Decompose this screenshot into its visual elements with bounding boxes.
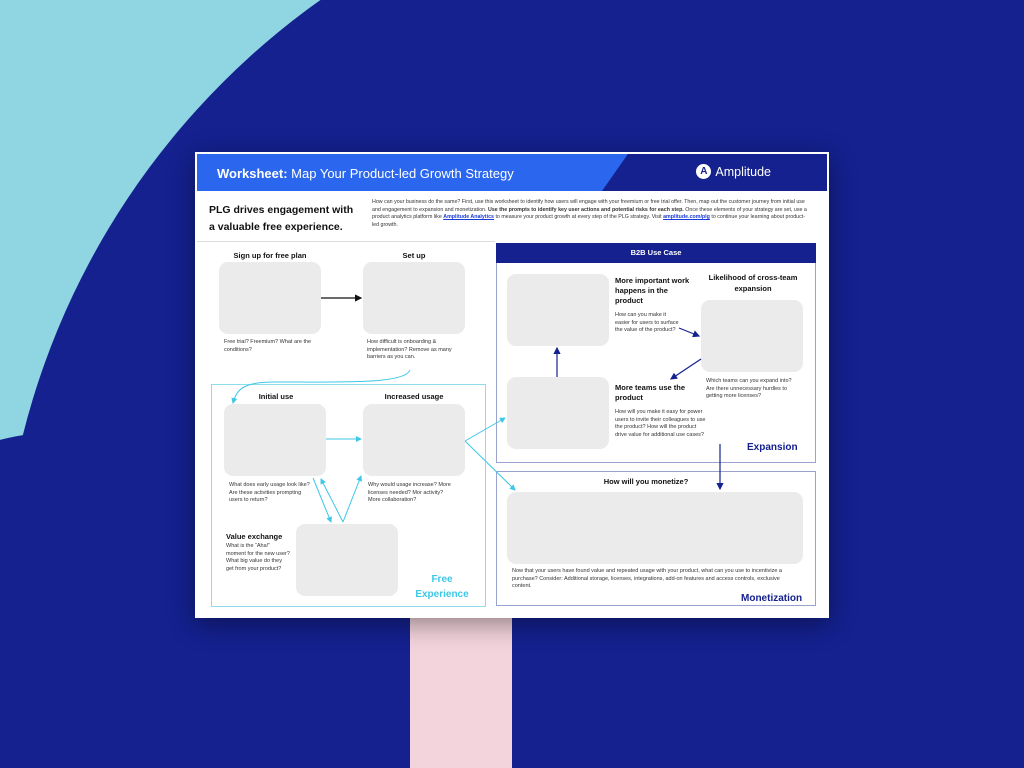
arrow-value-to-initial bbox=[320, 478, 344, 523]
signup-title: Sign up for free plan bbox=[233, 251, 307, 260]
worksheet-header: Worksheet: Map Your Product-led Growth S… bbox=[197, 154, 827, 191]
important-work-prompt: How can you make it easier for users to … bbox=[615, 312, 679, 333]
likelihood-prompt: Which teams can you expand into? Are the… bbox=[706, 378, 792, 399]
arrow-likelihood-to-teams bbox=[670, 358, 702, 380]
amplitude-plg-link[interactable]: amplitude.com/plg bbox=[663, 214, 710, 220]
arrow-important-to-likelihood bbox=[678, 327, 701, 338]
worksheet: Worksheet: Map Your Product-led Growth S… bbox=[195, 152, 829, 618]
more-teams-prompt: How will you make it easy for power user… bbox=[615, 409, 706, 438]
arrow-value-to-increased bbox=[342, 475, 362, 523]
arrow-increased-to-teams bbox=[464, 417, 506, 442]
more-teams-title: More teams use the product bbox=[615, 383, 686, 402]
worksheet-title: Worksheet: Map Your Product-led Growth S… bbox=[217, 166, 514, 181]
monetization-label: Monetization bbox=[741, 593, 803, 604]
initial-use-box[interactable] bbox=[224, 404, 326, 476]
likelihood-title: Likelihood of cross-team expansion bbox=[708, 273, 798, 293]
flow-arrows bbox=[231, 294, 724, 523]
likelihood-box[interactable] bbox=[701, 300, 803, 372]
background-pink-block bbox=[410, 600, 512, 768]
value-exchange-box[interactable] bbox=[296, 524, 398, 596]
signup-box[interactable] bbox=[219, 262, 321, 334]
monetize-prompt: Now that your users have found value and… bbox=[512, 568, 782, 589]
setup-prompt: How difficult is onboarding & implementa… bbox=[367, 339, 452, 360]
initial-use-title: Initial use bbox=[258, 392, 294, 401]
intro-text: How can your business do the same? First… bbox=[372, 199, 807, 228]
arrow-increased-to-monetize bbox=[464, 440, 516, 491]
signup-prompt: Free trial? Freemium? What are the condi… bbox=[224, 339, 312, 353]
value-exchange-prompt: What is the “Aha!” moment for the new us… bbox=[226, 543, 290, 572]
monetize-box[interactable] bbox=[507, 492, 803, 564]
increased-usage-title: Increased usage bbox=[384, 392, 444, 401]
arrow-setup-to-initial bbox=[231, 369, 411, 404]
important-work-title: More important work happens in the produ… bbox=[615, 276, 690, 305]
important-work-box[interactable] bbox=[507, 274, 609, 346]
increased-usage-box[interactable] bbox=[363, 404, 465, 476]
more-teams-box[interactable] bbox=[507, 377, 609, 449]
increased-usage-prompt: Why would usage increase? More licenses … bbox=[368, 482, 451, 503]
arrow-initial-to-value bbox=[312, 477, 332, 523]
free-experience-frame bbox=[211, 384, 486, 607]
divider bbox=[197, 241, 495, 242]
setup-title: Set up bbox=[402, 251, 426, 260]
monetize-title: How will you monetize? bbox=[603, 477, 689, 486]
monetization-frame bbox=[496, 471, 816, 606]
initial-use-prompt: What does early usage look like? Are the… bbox=[229, 482, 310, 503]
expansion-label: Expansion bbox=[747, 442, 798, 453]
setup-box[interactable] bbox=[363, 262, 465, 334]
amplitude-analytics-link[interactable]: Amplitude Analytics bbox=[443, 214, 494, 220]
value-exchange-title: Value exchange bbox=[226, 532, 283, 541]
b2b-header: B2B Use Case bbox=[496, 243, 816, 263]
